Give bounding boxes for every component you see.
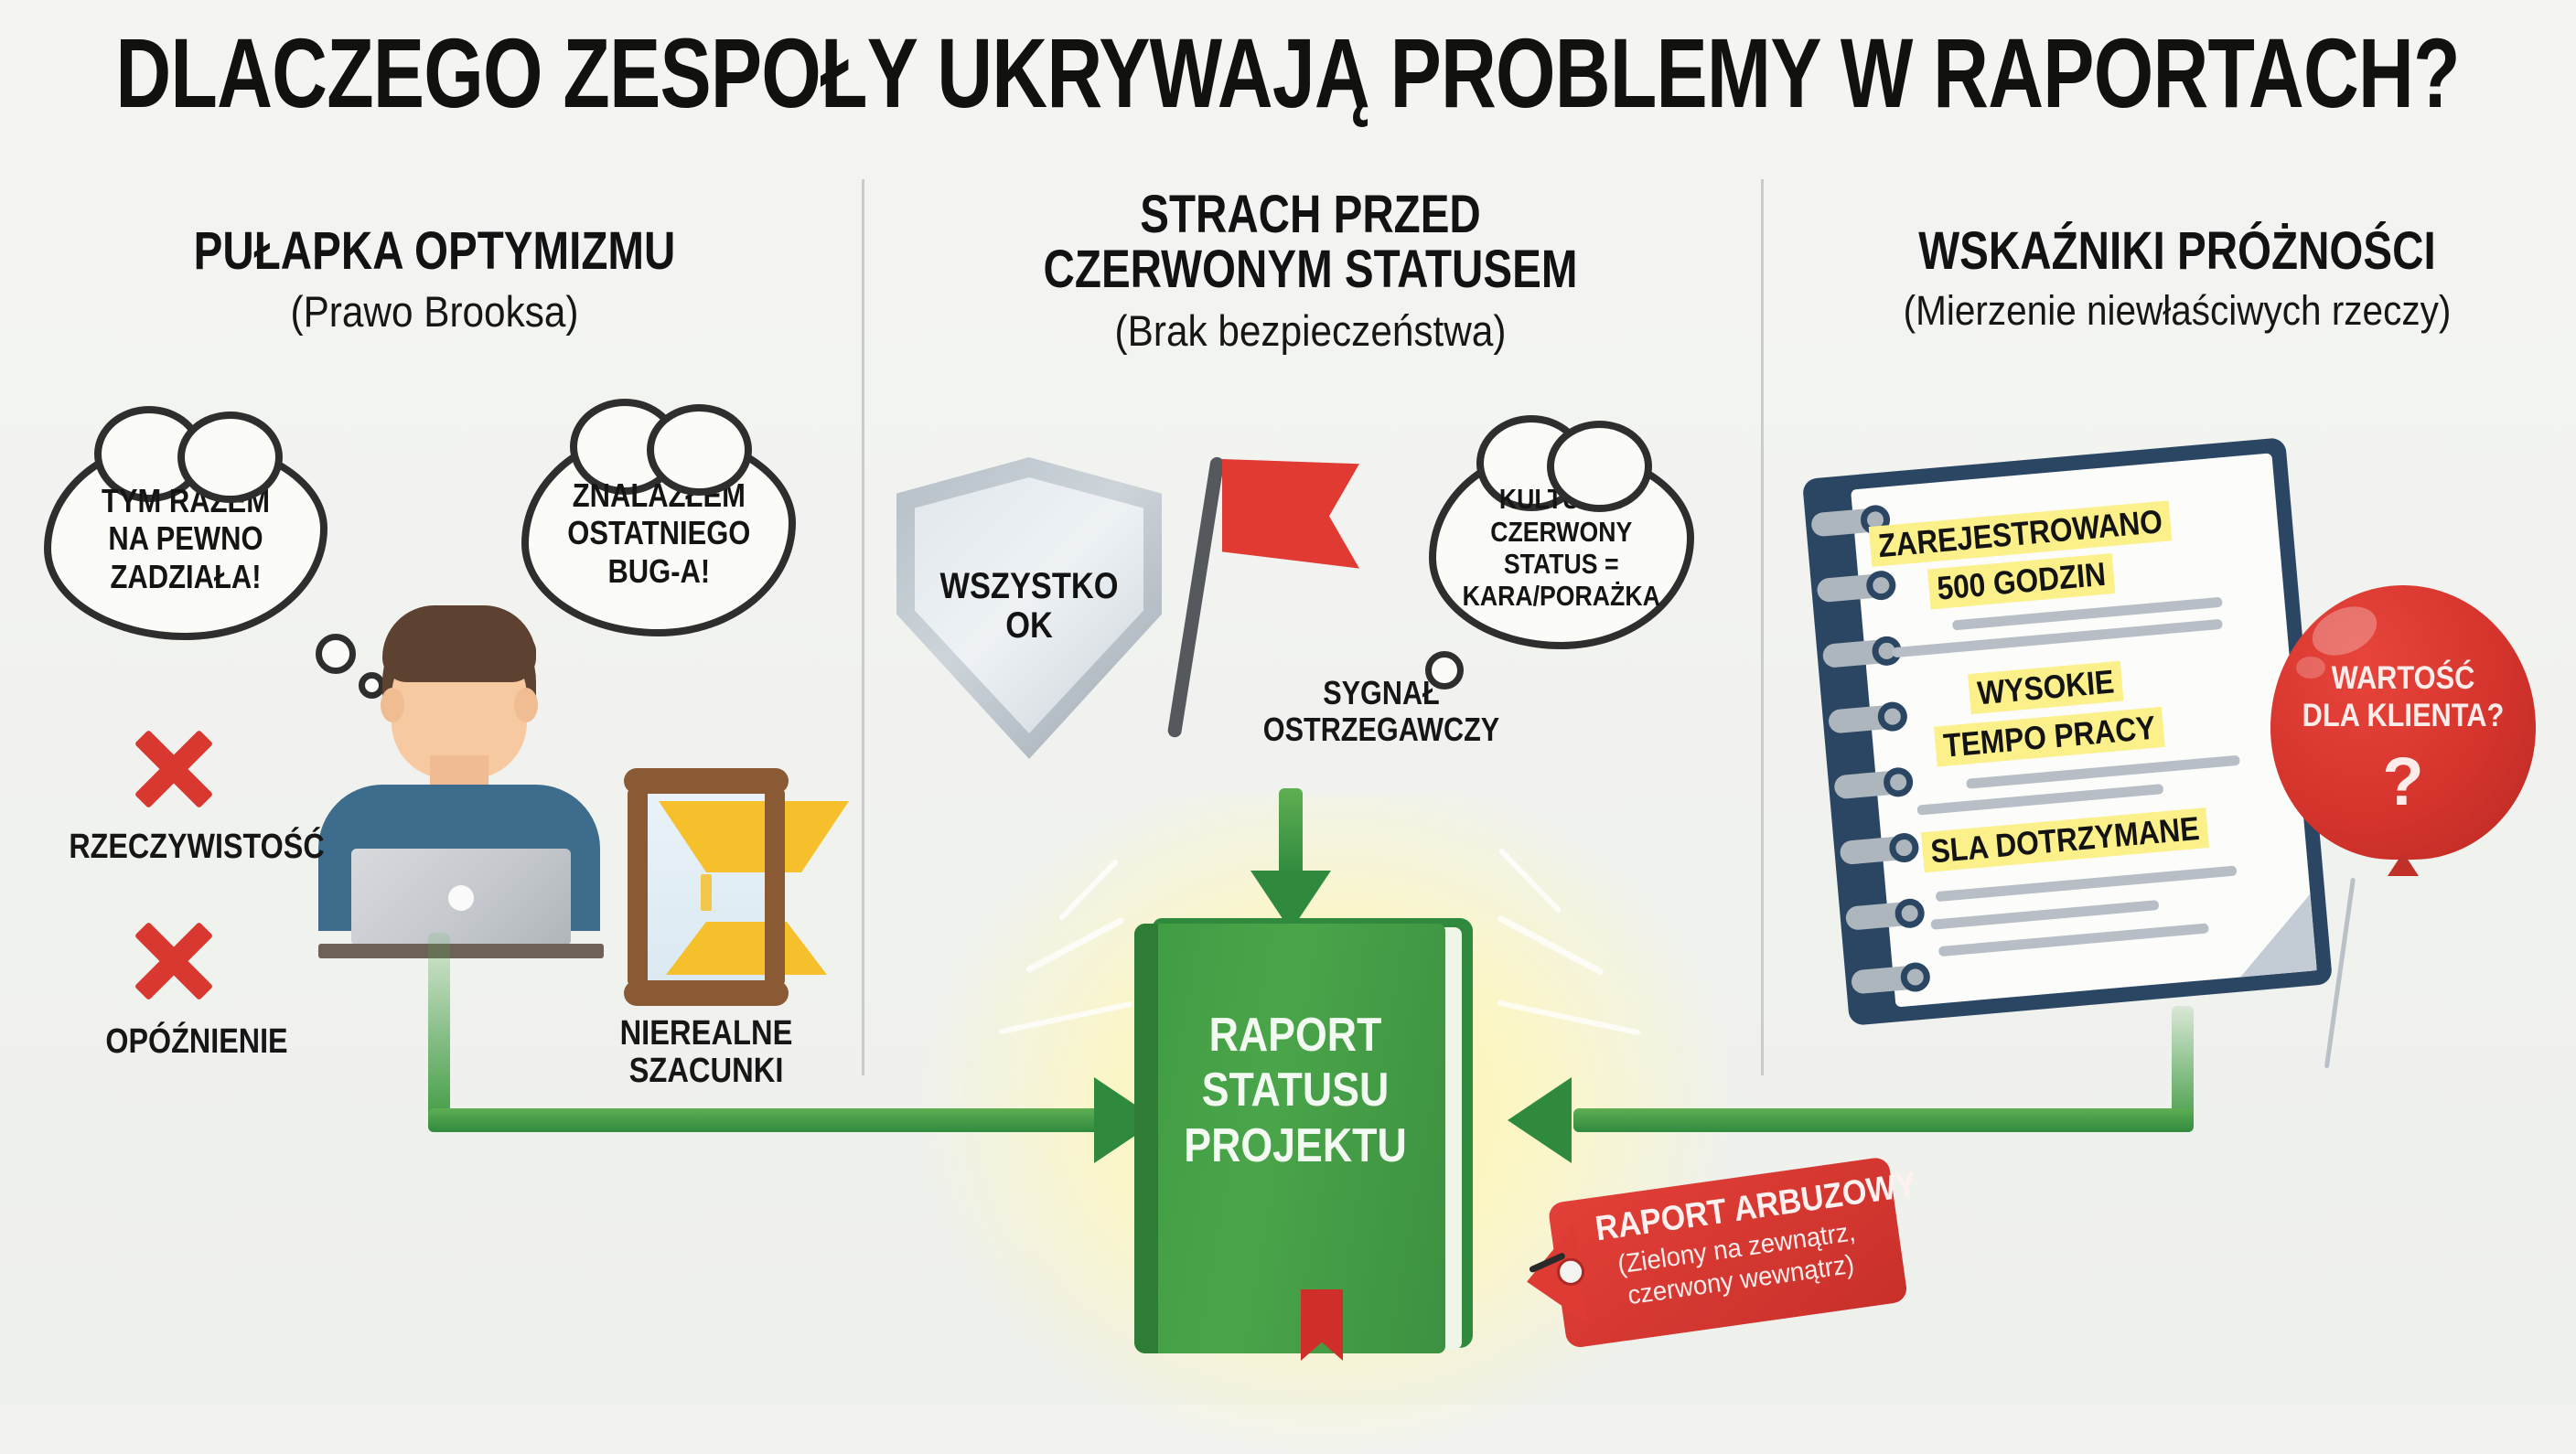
book-spine xyxy=(1134,924,1158,1353)
red-x-icon-delay xyxy=(128,914,220,1006)
column-3-heading-block: WSKAŹNIKI PRÓŻNOŚCI (Mierzenie niewłaści… xyxy=(1784,221,2571,335)
thought-bubble-1-dot-small xyxy=(359,672,385,699)
thought-bubble-1-dot-large xyxy=(316,634,356,674)
column-3-subtitle: (Mierzenie niewłaściwych rzeczy) xyxy=(1903,287,2452,335)
red-flag-icon xyxy=(1166,448,1390,741)
column-1-subtitle: (Prawo Brooksa) xyxy=(290,287,579,337)
balloon-icon: WARTOŚĆ DLA KLIENTA? ? xyxy=(2270,585,2536,887)
thought-bubble-2-text: ZNALAZŁEM OSTATNIEGO BUG-A! xyxy=(566,476,751,590)
book-front-cover xyxy=(1134,924,1445,1353)
hair-top-icon xyxy=(382,605,536,682)
shield-status-text: WSZYSTKO OK xyxy=(939,566,1119,647)
desk-icon xyxy=(318,944,604,958)
thought-bubble-culture: KULTURA: CZERWONY STATUS = KARA/PORAŻKA xyxy=(1429,415,1694,649)
balloon-question-mark: ? xyxy=(2382,743,2424,819)
label-reality: RZECZYWISTOŚĆ xyxy=(69,828,325,866)
red-x-icon-reality xyxy=(128,722,220,814)
hourglass-cap-bottom xyxy=(624,980,789,1006)
hourglass-neck xyxy=(701,874,712,911)
developer-at-laptop-icon xyxy=(302,585,613,958)
column-1-heading-block: PUŁAPKA OPTYMIZMU (Prawo Brooksa) xyxy=(37,221,832,337)
column-2-title-line-1: STRACH PRZED xyxy=(1140,185,1481,244)
arrow-right-head xyxy=(1508,1077,1572,1163)
hourglass-sand-bottom xyxy=(666,922,827,975)
page-title: DLACZEGO ZESPOŁY UKRYWAJĄ PROBLEMY W RAP… xyxy=(115,17,2461,128)
laptop-logo-icon xyxy=(448,885,474,911)
column-1-title: PUŁAPKA OPTYMIZMU xyxy=(193,221,676,281)
label-delay: OPÓŹNIENIE xyxy=(105,1022,288,1061)
label-warning-signal: SYGNAŁ OSTRZEGAWCZY xyxy=(1262,674,1500,748)
column-3-title: WSKAŹNIKI PRÓŻNOŚCI xyxy=(1918,221,2436,281)
thought-bubble-optimism-1: TYM RAZEM NA PEWNO ZADZIAŁA! xyxy=(44,406,327,640)
notepad-icon: ZAREJESTROWANO 500 GODZIN WYSOKIE TEMPO … xyxy=(1801,437,2334,1026)
balloon-body xyxy=(2270,585,2536,860)
column-2-title-line-2: CZERWONYM STATUSEM xyxy=(1043,240,1578,300)
arrow-center-shaft xyxy=(1279,788,1303,876)
balloon-text: WARTOŚĆ DLA KLIENTA? xyxy=(2302,660,2505,733)
ear-right-icon xyxy=(514,688,538,722)
balloon-highlight-small xyxy=(2296,657,2325,679)
thought-bubble-optimism-2: ZNALAZŁEM OSTATNIEGO BUG-A! xyxy=(521,399,796,636)
thought-bubble-culture-dot xyxy=(1425,651,1464,690)
column-divider-1 xyxy=(862,179,864,1075)
hourglass-cap-top xyxy=(624,768,789,794)
hourglass-frame-left xyxy=(628,788,648,986)
column-divider-2 xyxy=(1761,179,1764,1075)
report-book-icon: RAPORT STATUSU PROJEKTU xyxy=(1134,918,1473,1363)
flag-pole xyxy=(1166,455,1225,739)
ear-left-icon xyxy=(381,688,404,722)
hourglass-sand-top xyxy=(659,801,849,872)
column-2-heading-block: STRACH PRZED CZERWONYM STATUSEM (Brak be… xyxy=(896,187,1724,354)
hourglass-frame-right xyxy=(765,788,785,986)
shield-icon: WSZYSTKO OK xyxy=(896,457,1162,759)
arrow-left-vertical xyxy=(428,933,450,1125)
arrow-left-horizontal xyxy=(428,1108,1105,1132)
book-title-text: RAPORT STATUSU PROJEKTU xyxy=(1184,1009,1407,1172)
label-unrealistic-estimates: NIEREALNE SZACUNKI xyxy=(619,1014,793,1091)
hourglass-icon xyxy=(615,768,849,1006)
thought-bubble-culture-text: KULTURA: CZERWONY STATUS = KARA/PORAŻKA xyxy=(1462,483,1661,613)
flag-cloth xyxy=(1222,459,1359,569)
thought-bubble-1-text: TYM RAZEM NA PEWNO ZADZIAŁA! xyxy=(101,482,271,595)
title-bar: DLACZEGO ZESPOŁY UKRYWAJĄ PROBLEMY W RAP… xyxy=(0,0,2576,146)
arrow-right-horizontal xyxy=(1573,1108,2194,1132)
column-2-subtitle: (Brak bezpieczeństwa) xyxy=(1114,305,1507,355)
